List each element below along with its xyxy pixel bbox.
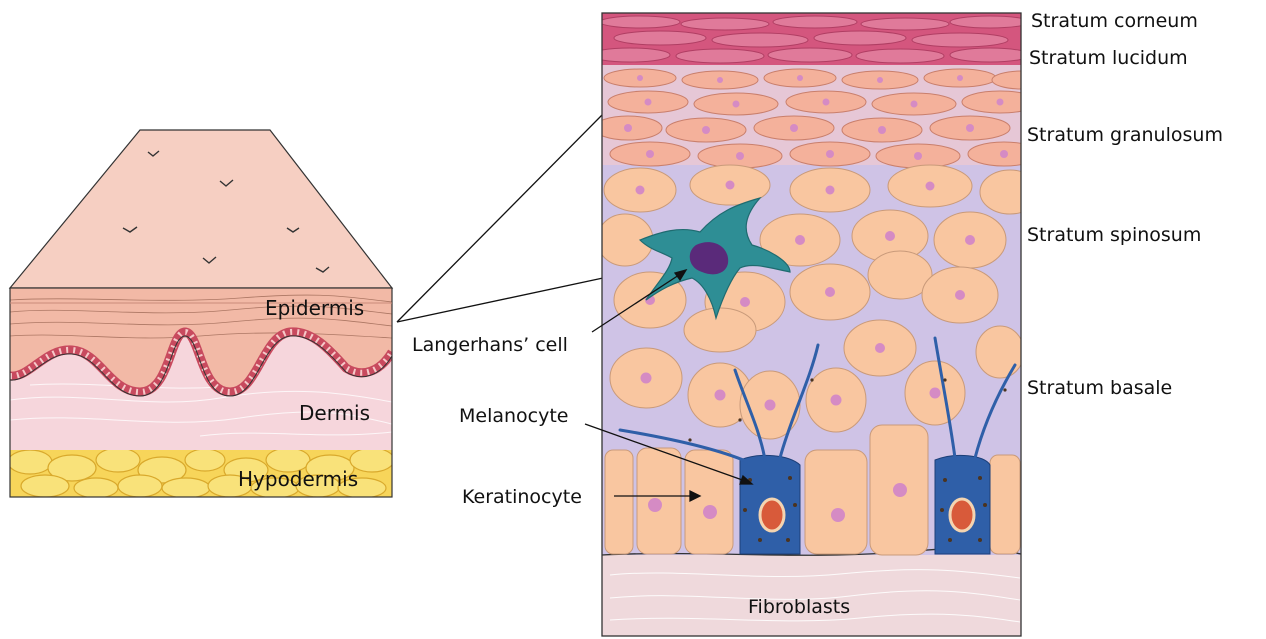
skin-surface xyxy=(10,130,392,288)
label-hypodermis: Hypodermis xyxy=(238,467,358,491)
label-melanocyte: Melanocyte xyxy=(459,405,569,427)
label-stratum-spinosum: Stratum spinosum xyxy=(1027,224,1201,246)
zoom-lines xyxy=(397,114,603,322)
label-epidermis: Epidermis xyxy=(265,296,364,320)
label-stratum-granulosum: Stratum granulosum xyxy=(1027,124,1223,146)
label-langerhans-cell: Langerhans’ cell xyxy=(412,334,568,356)
label-stratum-basale: Stratum basale xyxy=(1027,377,1172,399)
label-stratum-corneum: Stratum corneum xyxy=(1031,10,1198,32)
label-stratum-lucidum: Stratum lucidum xyxy=(1029,47,1188,69)
label-fibroblasts: Fibroblasts xyxy=(748,596,850,618)
label-keratinocyte: Keratinocyte xyxy=(462,486,582,508)
epidermis-panel xyxy=(590,13,1052,636)
label-dermis: Dermis xyxy=(299,401,370,425)
